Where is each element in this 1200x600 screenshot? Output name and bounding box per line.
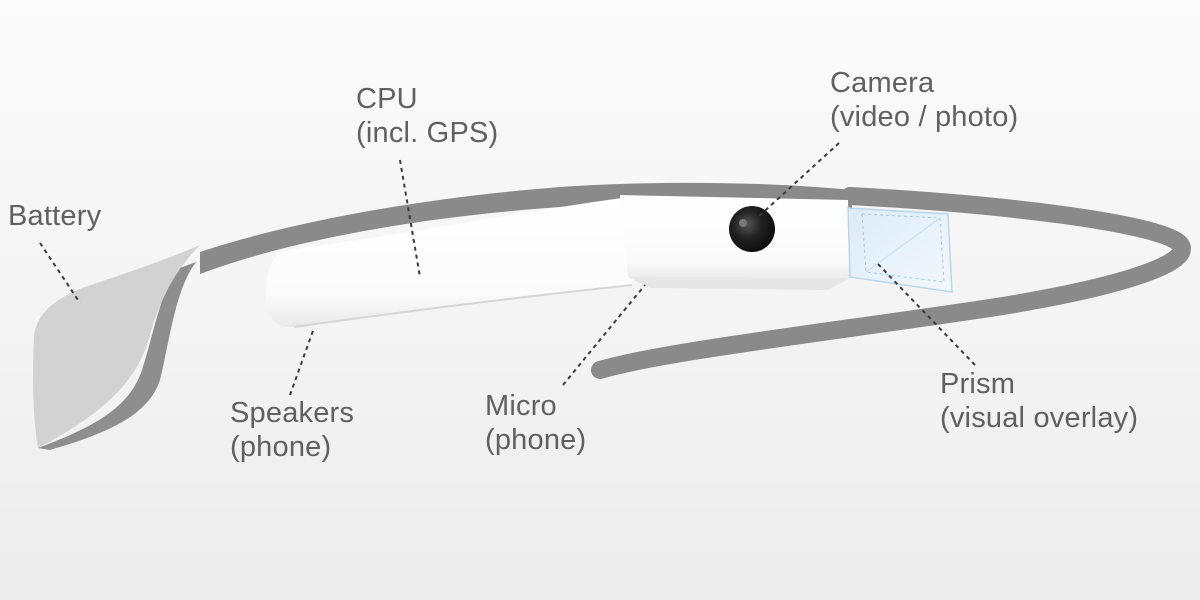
label-battery-line1: Battery [8, 200, 102, 232]
frame-band [200, 182, 852, 274]
cpu-body-edge [293, 284, 633, 328]
prism-inner-edge [861, 213, 945, 283]
camera-lens [729, 206, 775, 252]
frame-back-arm [591, 187, 1191, 379]
leader-lines [39, 142, 976, 396]
battery [33, 245, 200, 448]
label-cpu-line1: CPU [356, 83, 418, 115]
leader-cpu [399, 159, 421, 278]
label-micro: Micro (phone) [485, 389, 586, 457]
prism-diagonal [865, 217, 941, 273]
leader-micro [562, 284, 646, 386]
label-cpu-line2: (incl. GPS) [356, 117, 499, 149]
label-camera: Camera (video / photo) [830, 66, 1018, 134]
label-prism: Prism (visual overlay) [940, 367, 1138, 435]
label-camera-line2: (video / photo) [830, 101, 1019, 133]
label-camera-line1: Camera [830, 67, 935, 99]
label-speakers: Speakers (phone) [230, 396, 354, 464]
camera-pod-bottom [628, 277, 850, 290]
battery-side [38, 262, 196, 450]
label-speakers-line1: Speakers [230, 397, 355, 429]
label-battery: Battery [8, 199, 101, 233]
label-prism-line1: Prism [940, 368, 1016, 400]
leader-camera [756, 142, 840, 219]
camera-lens-glint [739, 219, 747, 227]
label-micro-line2: (phone) [485, 424, 587, 456]
leader-speakers [289, 327, 315, 396]
label-speakers-line2: (phone) [230, 431, 332, 463]
label-cpu: CPU (incl. GPS) [356, 82, 498, 150]
prism [847, 207, 953, 293]
label-micro-line1: Micro [485, 390, 557, 422]
label-prism-line2: (visual overlay) [940, 402, 1139, 434]
